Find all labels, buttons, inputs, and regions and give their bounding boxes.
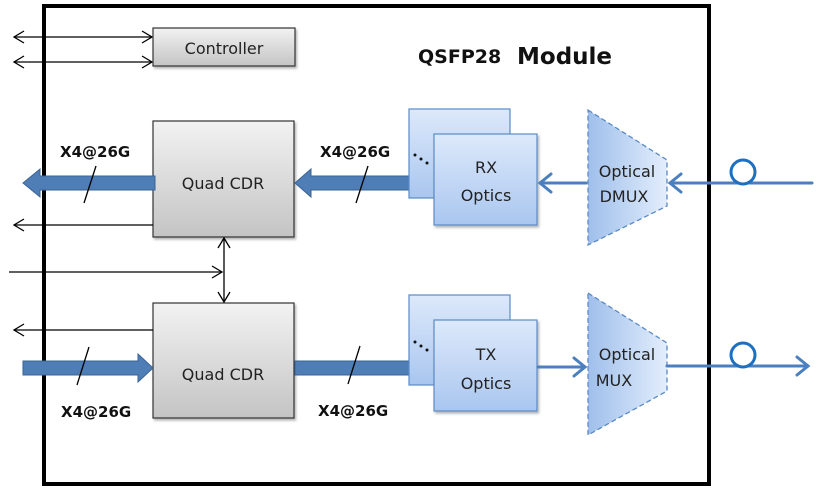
dmux-label-line1: Optical xyxy=(599,162,656,181)
dmux-label-line2: DMUX xyxy=(600,187,649,206)
rx-host-rate-label: X4@26G xyxy=(60,143,130,161)
tx-optics-bus-arrow xyxy=(294,345,429,385)
mux-label-line2: MUX xyxy=(596,371,633,390)
cdr-tx-status-line xyxy=(12,323,153,337)
controller-bus-2 xyxy=(12,55,154,69)
rx-optics-front-card xyxy=(433,133,538,226)
module-title: Module xyxy=(517,44,612,70)
tx-host-bus-arrow xyxy=(22,346,154,386)
cdr-rx-status-line xyxy=(12,218,153,232)
cdr-control-input-line xyxy=(9,265,224,279)
optical-mux-block: Optical MUX xyxy=(587,291,668,437)
tx-optics-rate-label: X4@26G xyxy=(318,402,388,420)
quad-cdr-rx-block: Quad CDR xyxy=(152,120,295,238)
tx-fiber-connector-icon xyxy=(729,341,757,369)
module-outline xyxy=(42,4,711,486)
controller-label: Controller xyxy=(185,39,264,58)
tx-optics-block: TX Optics xyxy=(408,294,538,412)
rx-optics-label-line2: Optics xyxy=(461,186,512,205)
tx-optics-ellipsis-icon xyxy=(413,340,429,352)
optical-dmux-block: Optical DMUX xyxy=(587,108,668,247)
rx-host-bus-arrow xyxy=(22,165,156,204)
quad-cdr-rx-label: Quad CDR xyxy=(182,174,264,193)
tx-host-rate-label: X4@26G xyxy=(61,403,131,421)
tx-optics-front-card xyxy=(433,319,538,412)
module-title-prefix: QSFP28 xyxy=(418,46,501,68)
cdr-interconnect xyxy=(217,236,231,304)
rx-optics-label-line1: RX xyxy=(475,158,497,177)
mux-label-line1: Optical xyxy=(599,345,656,364)
quad-cdr-tx-label: Quad CDR xyxy=(182,365,264,384)
controller-bus-1 xyxy=(12,30,154,44)
tx-optics-label-line1: TX xyxy=(475,345,497,364)
tx-optics-to-mux-arrow xyxy=(536,356,588,378)
rx-optics-ellipsis-icon xyxy=(413,153,429,165)
rx-optics-rate-label: X4@26G xyxy=(320,143,390,161)
tx-optics-label-line2: Optics xyxy=(461,374,512,393)
rx-optics-block: RX Optics xyxy=(408,108,538,226)
dmux-to-rx-optics-arrow xyxy=(537,172,588,194)
rx-optics-bus-arrow xyxy=(294,165,429,204)
controller-block: Controller xyxy=(152,27,296,67)
rx-fiber-connector-icon xyxy=(729,158,757,186)
quad-cdr-tx-block: Quad CDR xyxy=(152,302,295,419)
